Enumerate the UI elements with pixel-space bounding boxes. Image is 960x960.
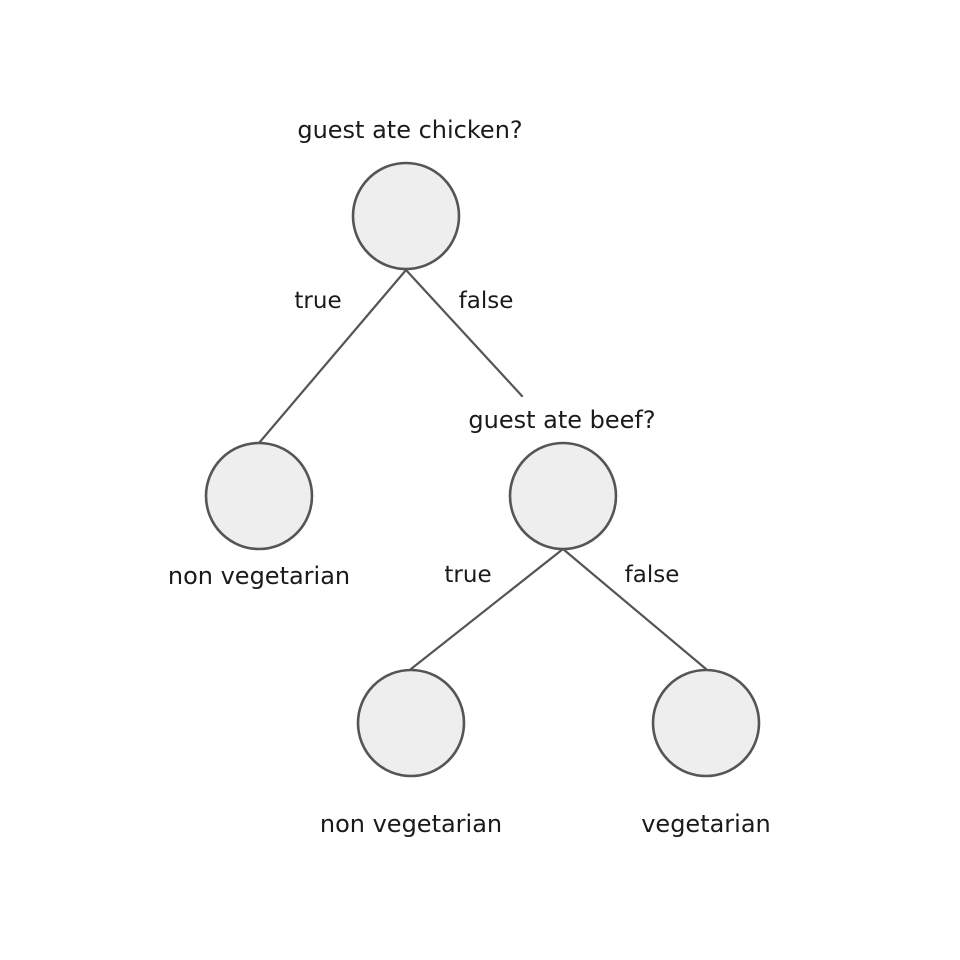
root-true-label: true [294,288,341,314]
edge-second-true [409,547,565,671]
leaf-node-left[interactable] [204,441,314,551]
second-node[interactable] [508,441,618,551]
root-false-label: false [459,288,514,314]
leaf-node-second-right[interactable] [651,668,761,778]
edge-root-false [404,268,524,398]
second-false-label: false [625,562,680,588]
leaf-second-left-label: non vegetarian [320,810,502,838]
leaf-second-right-label: vegetarian [641,810,771,838]
edge-root-true [257,268,408,445]
second-true-label: true [444,562,491,588]
second-question-label: guest ate beef? [468,406,655,434]
leaf-left-label: non vegetarian [168,562,350,590]
root-node[interactable] [351,161,461,271]
leaf-node-second-left[interactable] [356,668,466,778]
edge-second-false [561,547,708,671]
root-question-label: guest ate chicken? [297,116,522,144]
